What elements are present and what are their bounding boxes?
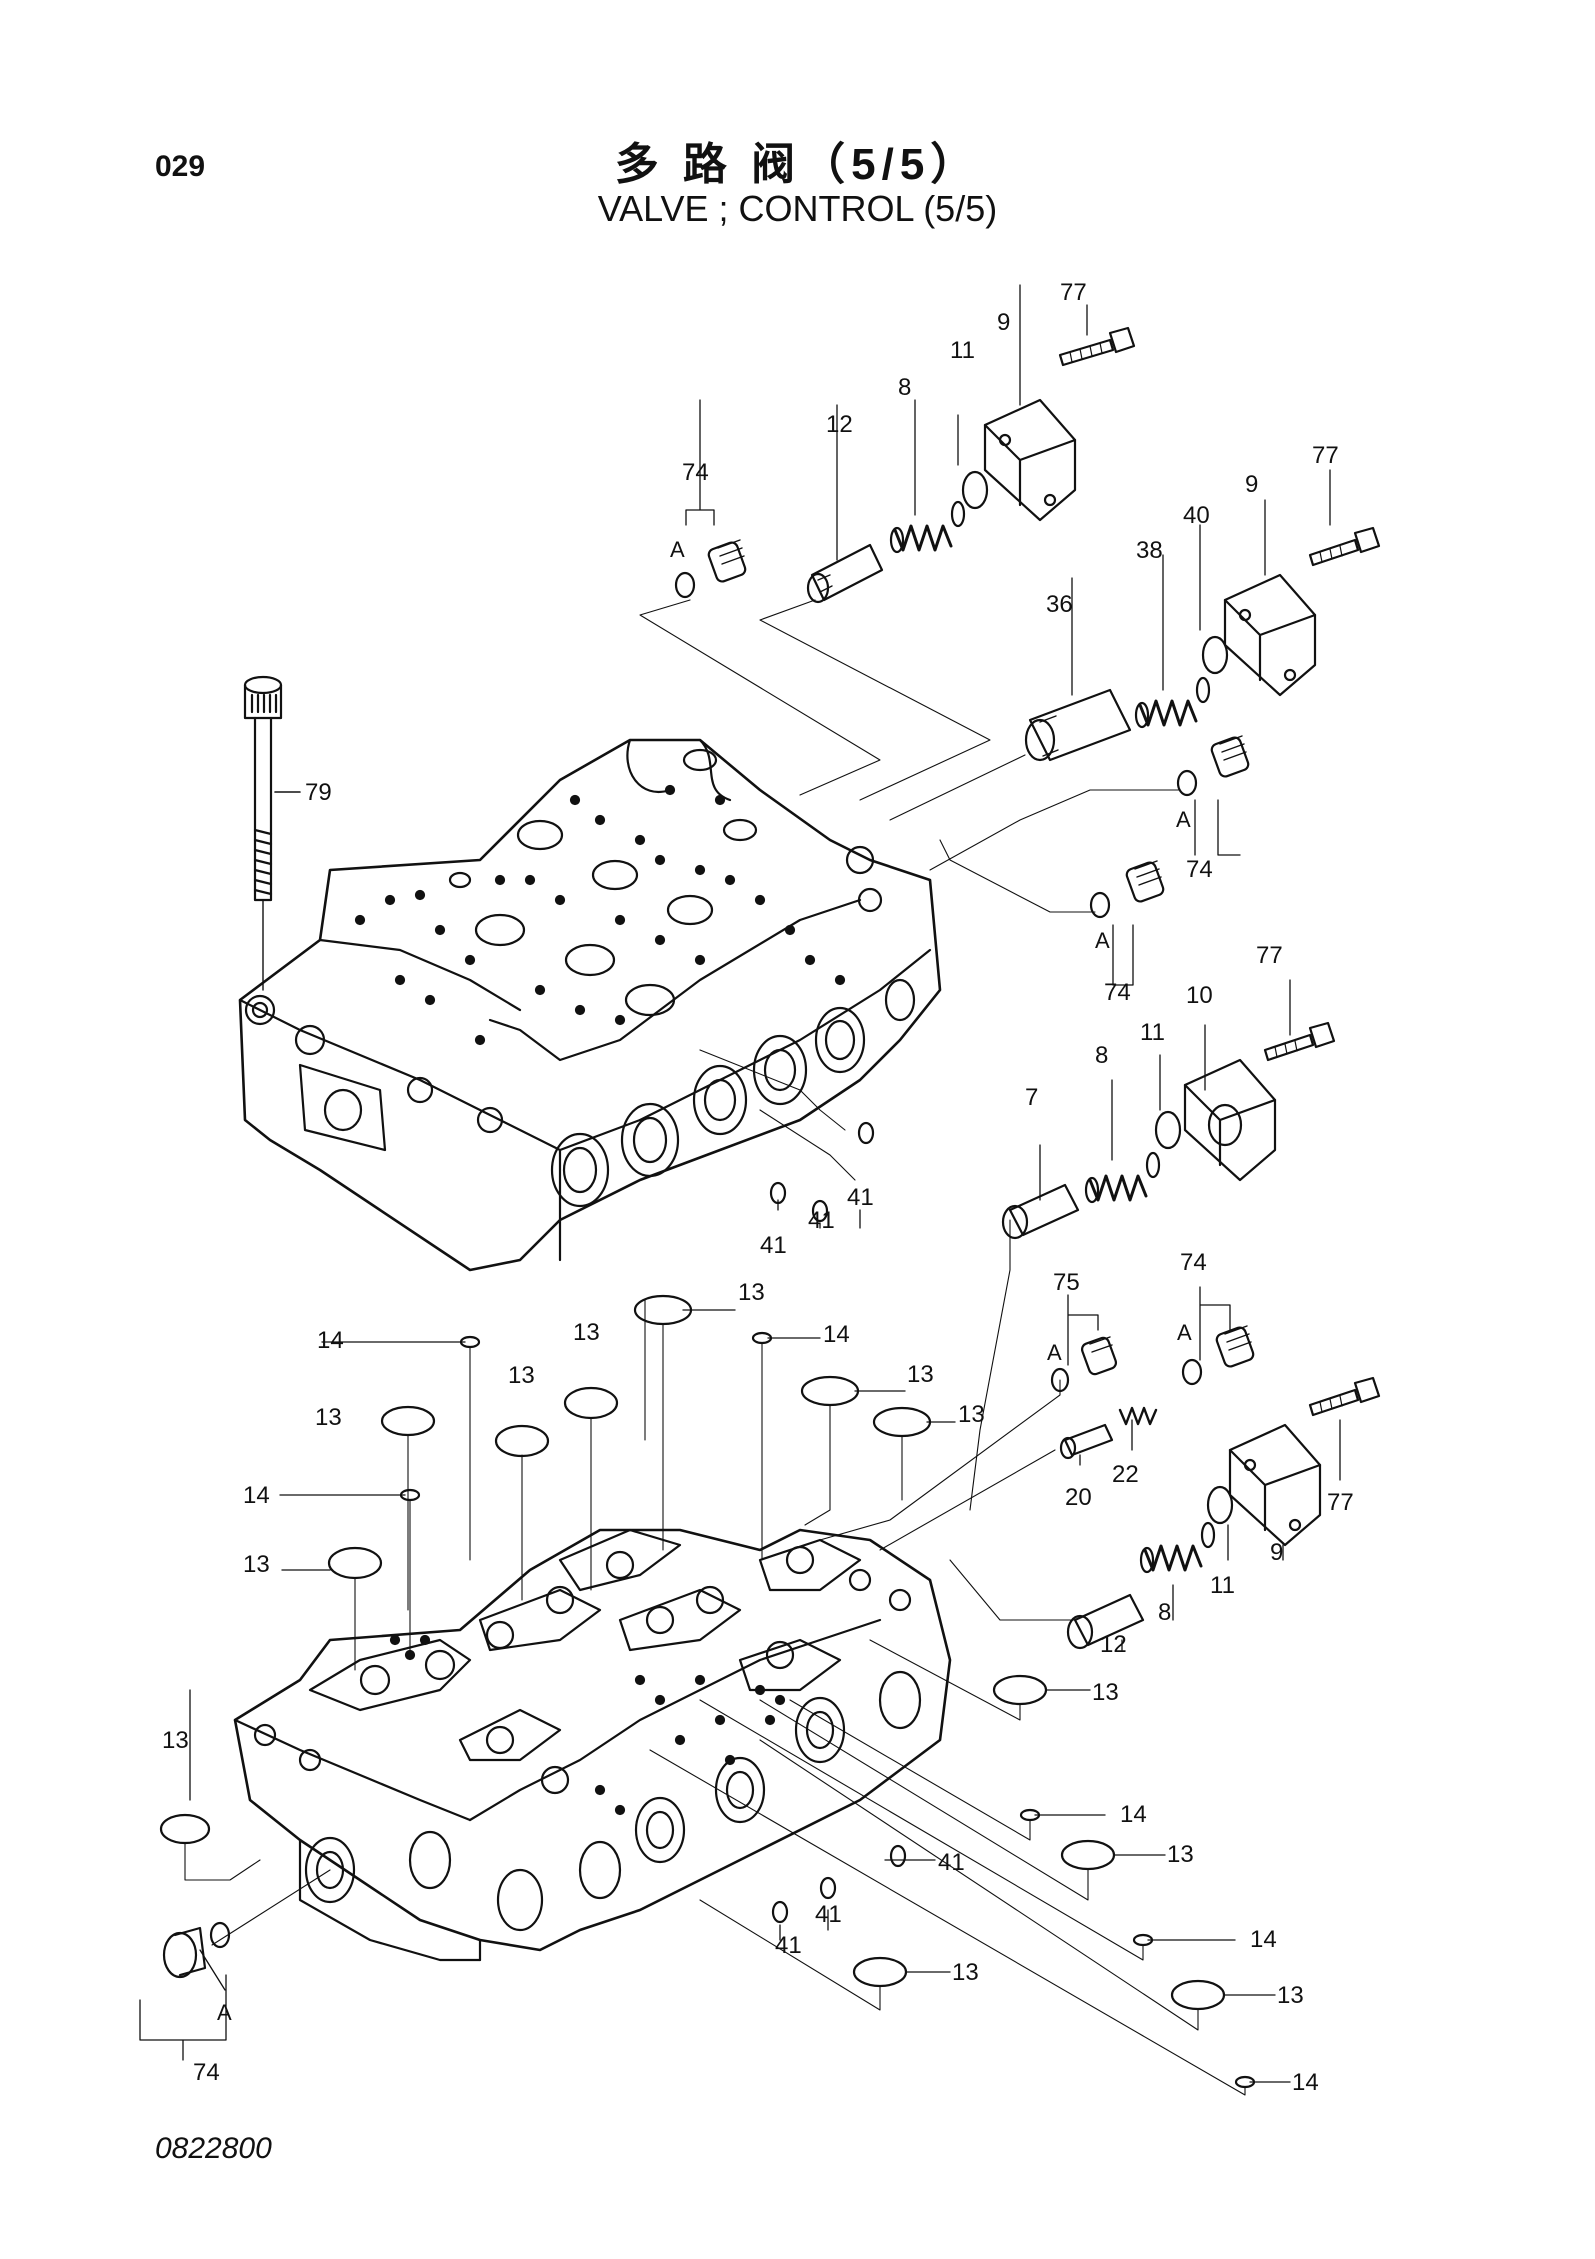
plugs-74-right (1089, 735, 1250, 919)
callout-14: 14 (1250, 1926, 1277, 1953)
callout-79: 79 (305, 779, 332, 806)
callout-36: 36 (1046, 591, 1073, 618)
callout-41: 41 (815, 1901, 842, 1928)
title-english: VALVE ; CONTROL (5/5) (597, 188, 998, 229)
callout-74: 74 (1104, 979, 1131, 1006)
title-chinese: 多 路 阀（5/5） (614, 140, 981, 189)
callout-8: 8 (1095, 1042, 1108, 1069)
callout-77: 77 (1060, 279, 1087, 306)
callout-8: 8 (898, 374, 911, 401)
callout-13: 13 (315, 1404, 342, 1431)
assembly-lines (184, 599, 1246, 2096)
callout-12: 12 (1100, 1631, 1127, 1658)
callout-9: 9 (1245, 471, 1258, 498)
callout-41: 41 (847, 1184, 874, 1211)
callout-14: 14 (1292, 2069, 1319, 2096)
third-spool-cluster (1001, 1021, 1336, 1240)
callout-74: 74 (193, 2059, 220, 2086)
callout-13: 13 (508, 1362, 535, 1389)
bolt-79 (243, 675, 301, 991)
drawing-number: 0822800 (155, 2132, 272, 2165)
callout-A: A (1177, 1320, 1192, 1345)
callout-41: 41 (760, 1232, 787, 1259)
callout-14: 14 (317, 1327, 344, 1354)
callout-11: 11 (1140, 1019, 1165, 1046)
leader-lines (139, 284, 1341, 2083)
callout-9: 9 (1270, 1539, 1283, 1566)
callout-12: 12 (826, 411, 853, 438)
callout-13: 13 (1277, 1982, 1304, 2009)
callout-41: 41 (808, 1207, 835, 1234)
callout-74: 74 (1186, 856, 1213, 883)
upper-valve-body (238, 738, 942, 1272)
upper-spool-cluster (674, 326, 1136, 604)
callout-A: A (670, 537, 685, 562)
callout-41: 41 (938, 1849, 965, 1876)
callout-13: 13 (1167, 1841, 1194, 1868)
callout-A: A (1095, 928, 1110, 953)
callout-75: 75 (1053, 1269, 1080, 1296)
callout-9: 9 (997, 309, 1010, 336)
callout-22: 22 (1112, 1461, 1139, 1488)
callout-40: 40 (1183, 502, 1210, 529)
callout-14: 14 (823, 1321, 850, 1348)
callout-11: 11 (950, 337, 975, 364)
o-rings (159, 1121, 1256, 2089)
callout-20: 20 (1065, 1484, 1092, 1511)
callout-14: 14 (1120, 1801, 1147, 1828)
callout-labels: 77 9 11 8 12 74 A 77 9 40 38 36 79 A 74 … (162, 279, 1354, 2096)
callout-A: A (217, 2000, 232, 2025)
callout-14: 14 (243, 1482, 270, 1509)
callout-41: 41 (775, 1932, 802, 1959)
callout-74: 74 (1180, 1249, 1207, 1276)
callout-38: 38 (1136, 537, 1163, 564)
callout-7: 7 (1025, 1084, 1038, 1111)
callout-77: 77 (1312, 442, 1339, 469)
fourth-spool-cluster (1050, 1325, 1381, 1650)
callout-10: 10 (1186, 982, 1213, 1009)
callout-13: 13 (162, 1727, 189, 1754)
callout-A: A (1176, 807, 1191, 832)
page-code: 029 (155, 150, 206, 183)
callout-A: A (1047, 1340, 1062, 1365)
lower-valve-body (233, 1528, 952, 1962)
callout-13: 13 (952, 1959, 979, 1986)
callout-13: 13 (907, 1361, 934, 1388)
callout-11: 11 (1210, 1572, 1235, 1599)
callout-74: 74 (682, 459, 709, 486)
callout-13: 13 (1092, 1679, 1119, 1706)
callout-13: 13 (738, 1279, 765, 1306)
callout-77: 77 (1327, 1489, 1354, 1516)
callout-13: 13 (958, 1401, 985, 1428)
callout-8: 8 (1158, 1599, 1171, 1626)
callout-77: 77 (1256, 942, 1283, 969)
callout-13: 13 (243, 1551, 270, 1578)
callout-13: 13 (573, 1319, 600, 1346)
plug-74-bottom-left (162, 1921, 231, 1979)
second-spool-cluster (1024, 526, 1381, 762)
